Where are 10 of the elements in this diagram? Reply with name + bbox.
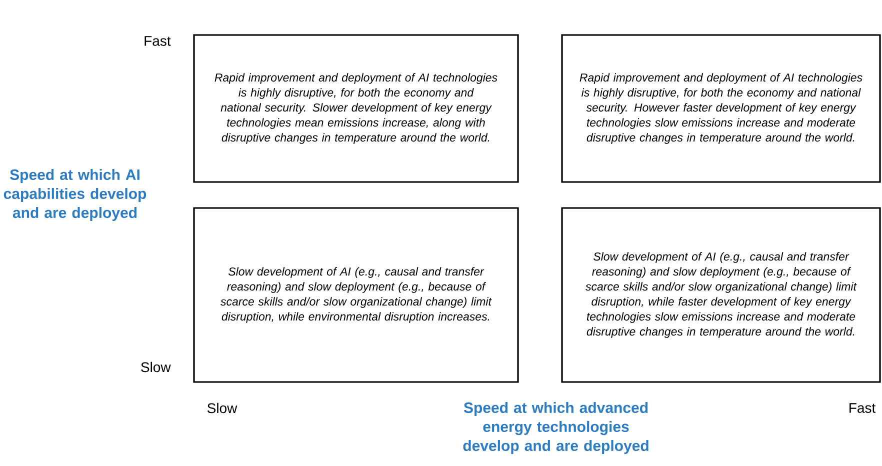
scenario-box: Slow development of AI (e.g., causal and transfer reasoning) and slow deployment (e.g., because of scarce skills and/or slow organizational change) limit disruption, while faster development of key energy technologies slow emissions increase and moderate disruptive changes in temperature around the world. — [561, 207, 881, 383]
scenario-box: Slow development of AI (e.g., causal and transfer reasoning) and slow deployment (e.g., because of scarce skills and/or slow organizational change) limit disruption, while environmental disruption increases. — [193, 207, 519, 383]
axis-tick-label: Slow — [141, 362, 171, 372]
scenario-box: Rapid improvement and deployment of AI technologies is highly disruptive, for both the economy and national security. However faster development of key energy technologies slow emissions increase and moderate disruptive changes in temperature around the world. — [561, 34, 881, 183]
axis-title: Speed at which AI capabilities develop and are deployed — [4, 169, 146, 221]
axis-tick-label: Fast — [144, 36, 171, 46]
axis-tick-label: Slow — [207, 402, 238, 414]
scenario-box: Rapid improvement and deployment of AI technologies is highly disruptive, for both the economy and national security. Slower development of key energy technologies mean emissions increase, along with disruptive changes in temperature around the world. — [193, 34, 519, 183]
axis-tick-label: Fast — [850, 403, 876, 413]
axis-title: Speed at which advanced energy technologies develop and are deployed — [463, 402, 648, 454]
